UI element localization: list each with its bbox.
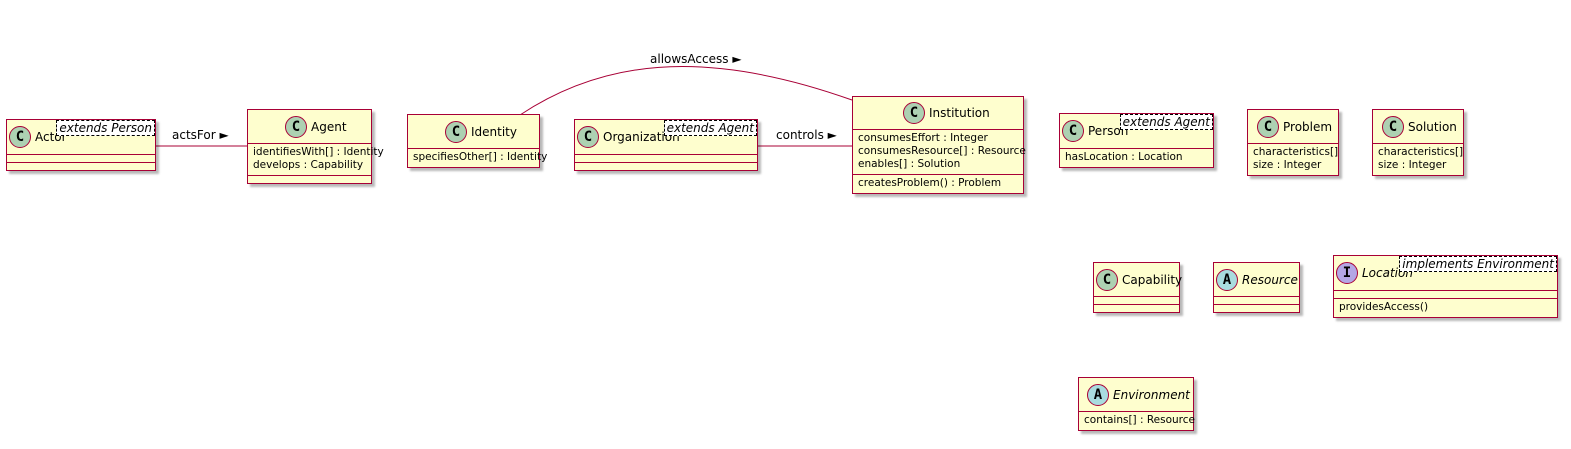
- stereotype-tag: extends Agent: [1119, 114, 1213, 130]
- methods-section: [248, 175, 371, 183]
- fields-section: [1334, 290, 1557, 298]
- member-row: size : Integer: [1253, 159, 1322, 171]
- class-badge-icon: C: [577, 126, 599, 148]
- class-resource: A Resource: [1213, 262, 1300, 313]
- methods-section: providesAccess(): [1334, 298, 1557, 317]
- class-badge-icon: C: [903, 102, 925, 124]
- member-row: specifiesOther[] : Identity: [413, 151, 548, 163]
- member-row: consumesEffort : Integer: [858, 132, 988, 144]
- fields-section: characteristics[]size : Integer: [1373, 143, 1463, 175]
- member-row: createsProblem() : Problem: [858, 177, 1002, 189]
- actsfor-label: actsFor ►: [172, 128, 229, 142]
- methods-section: [1214, 304, 1299, 312]
- member-row: develops : Capability: [253, 159, 364, 171]
- class-badge-icon: C: [1062, 120, 1084, 142]
- class-solution: C Solution characteristics[]size : Integer: [1372, 109, 1464, 176]
- class-name: Institution: [929, 106, 990, 120]
- class-environment: A Environment contains[] : Resource: [1078, 377, 1196, 431]
- member-row: hasLocation : Location: [1065, 151, 1183, 163]
- class-problem: C Problem characteristics[]size : Integer: [1247, 109, 1339, 176]
- member-row: enables[] : Solution: [858, 158, 961, 170]
- stereotype-tag: extends Person: [56, 120, 155, 136]
- class-header: C Problem: [1248, 110, 1338, 143]
- class-badge-icon: C: [9, 126, 31, 148]
- class-name: Solution: [1408, 119, 1457, 134]
- interface-badge-icon: I: [1336, 262, 1358, 284]
- member-row: consumesResource[] : Resource: [858, 145, 1026, 157]
- class-header: C Capability: [1094, 263, 1183, 296]
- member-row: contains[] : Resource: [1084, 414, 1196, 426]
- methods-section: createsProblem() : Problem: [853, 174, 1023, 193]
- class-header: C Agent: [248, 110, 371, 143]
- allowsaccess-label: allowsAccess ►: [650, 52, 742, 66]
- member-row: characteristics[]: [1253, 146, 1339, 158]
- class-name: Resource: [1242, 272, 1298, 287]
- abstract-badge-icon: A: [1087, 383, 1109, 406]
- class-header: C Solution: [1373, 110, 1463, 143]
- class-header: A Resource: [1214, 263, 1299, 296]
- stereotype-tag: extends Agent: [663, 120, 757, 136]
- fields-section: characteristics[]size : Integer: [1248, 143, 1338, 175]
- member-row: size : Integer: [1378, 159, 1447, 171]
- class-name: Capability: [1122, 272, 1183, 287]
- class-name: Environment: [1113, 387, 1190, 402]
- stereotype-tag: implements Environment: [1399, 256, 1557, 272]
- class-badge-icon: C: [445, 120, 467, 143]
- class-name: Person: [1088, 124, 1129, 138]
- fields-section: [7, 154, 155, 162]
- member-row: identifiesWith[] : Identity: [253, 146, 384, 158]
- class-badge-icon: C: [285, 115, 307, 138]
- class-capability: C Capability: [1093, 262, 1183, 313]
- class-name: Organization: [603, 130, 680, 144]
- class-header: A Environment: [1079, 378, 1193, 411]
- class-identity: C Identity specifiesOther[] : Identity: [407, 114, 548, 168]
- abstract-badge-icon: A: [1216, 268, 1238, 291]
- methods-section: [575, 162, 757, 170]
- fields-section: [1214, 296, 1299, 304]
- member-row: providesAccess(): [1339, 301, 1429, 313]
- class-name: Identity: [471, 124, 517, 139]
- class-badge-icon: C: [1257, 115, 1279, 138]
- class-name: Agent: [311, 119, 347, 134]
- methods-section: [1094, 304, 1179, 312]
- fields-section: [1094, 296, 1179, 304]
- class-badge-icon: C: [1096, 268, 1118, 291]
- class-name: Problem: [1283, 119, 1333, 134]
- fields-section: hasLocation : Location: [1060, 148, 1213, 167]
- fields-section: contains[] : Resource: [1079, 411, 1196, 430]
- member-row: characteristics[]: [1378, 146, 1464, 158]
- class-header: C Institution: [853, 97, 1023, 129]
- class-badge-icon: C: [1382, 115, 1404, 138]
- fields-section: specifiesOther[] : Identity: [408, 148, 548, 167]
- allowsaccess-line: [519, 66, 853, 116]
- methods-section: [7, 162, 155, 170]
- fields-section: [575, 154, 757, 162]
- controls-label: controls ►: [776, 128, 837, 142]
- class-header: C Identity: [408, 115, 539, 148]
